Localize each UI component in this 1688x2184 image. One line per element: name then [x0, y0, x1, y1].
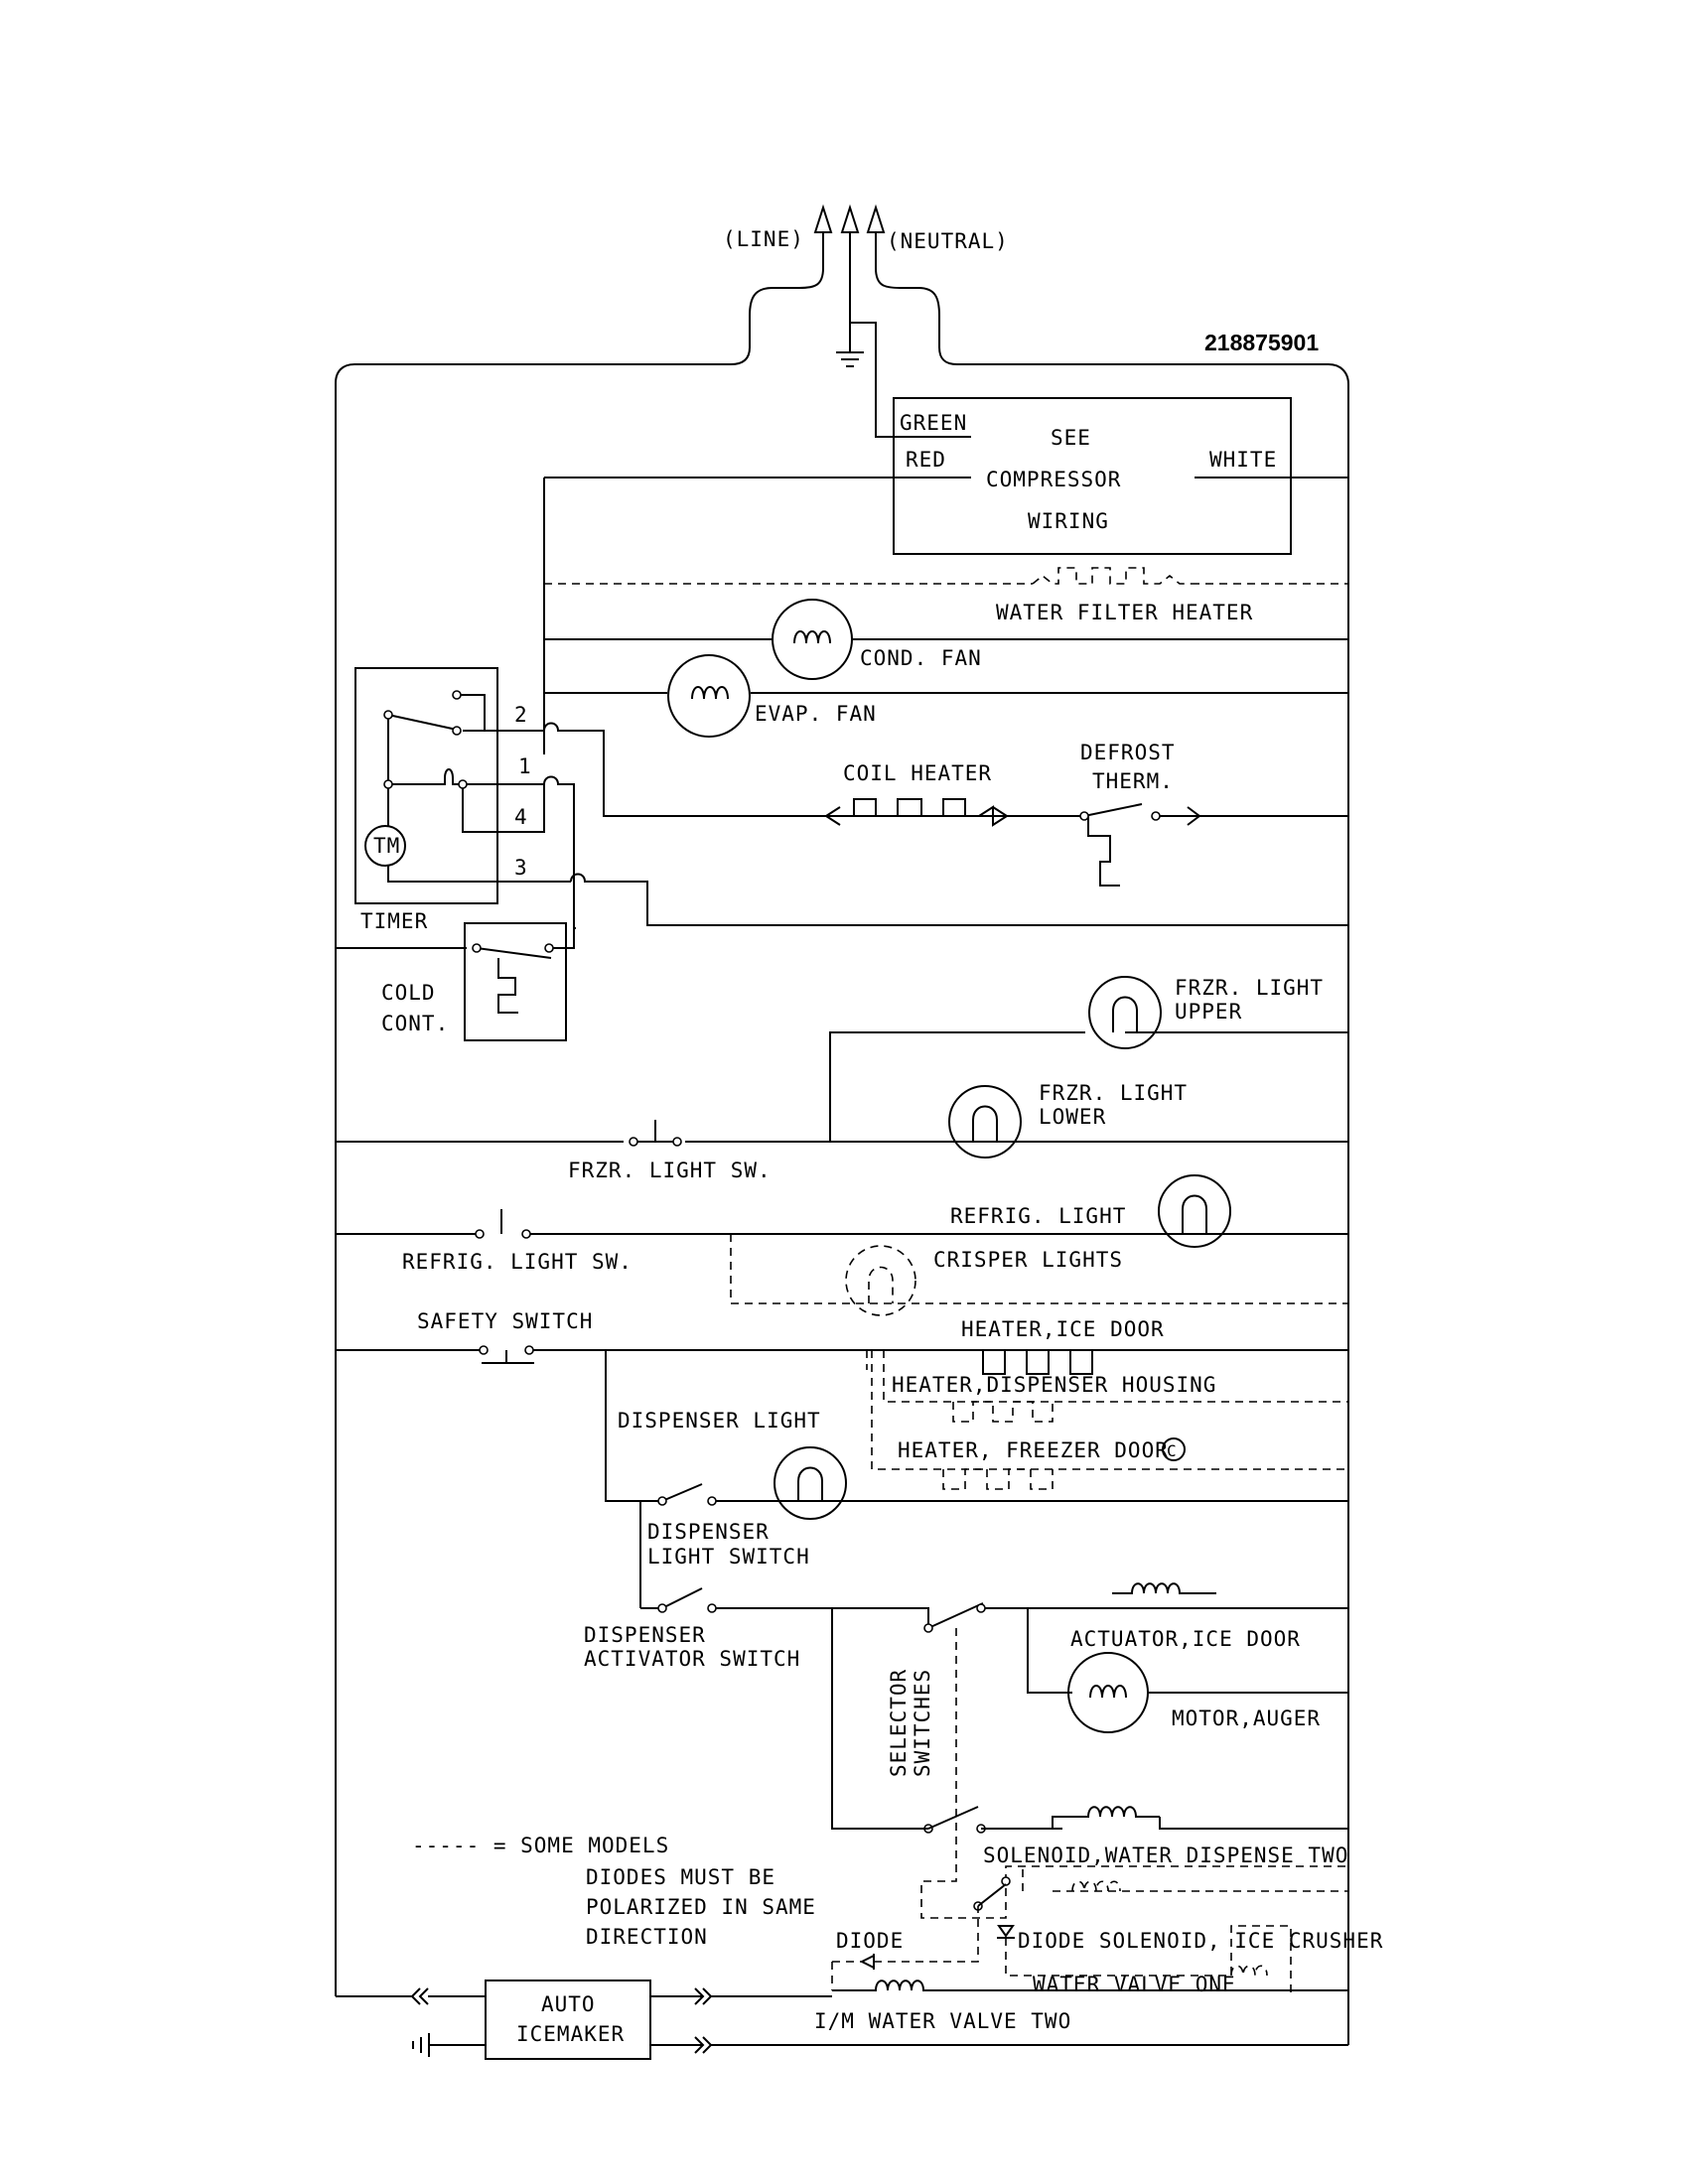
heater-ice-door-label: HEATER,ICE DOOR	[961, 1317, 1165, 1341]
dispenser-light-label: DISPENSER LIGHT	[618, 1409, 821, 1433]
auto-icemaker-box	[485, 1979, 651, 2060]
solenoid-water-dispense-two-label: SOLENOID,WATER DISPENSE TWO	[983, 1843, 1348, 1867]
dispenser-light-switch	[661, 1483, 703, 1502]
green-label: GREEN	[900, 411, 967, 435]
heater-dispenser-housing-label: HEATER,DISPENSER HOUSING	[892, 1373, 1216, 1397]
auto-icemaker-label-1: AUTO	[541, 1992, 596, 2016]
ground-symbol	[836, 351, 864, 367]
selector-label-1: SELECTOR	[887, 1669, 911, 1777]
coil-heater-element	[824, 798, 1084, 827]
auto-icemaker-label-2: ICEMAKER	[516, 2022, 625, 2046]
cold-control-label-1: COLD	[381, 981, 436, 1005]
timer-box	[354, 667, 498, 904]
crisper-lights	[845, 1245, 916, 1316]
white-label: WHITE	[1209, 448, 1277, 472]
evap-fan-label: EVAP. FAN	[755, 702, 877, 726]
safety-switch-label: SAFETY SWITCH	[417, 1309, 593, 1333]
dispenser-activator-label-2: ACTIVATOR SWITCH	[584, 1647, 800, 1671]
diodes-note-2: POLARIZED IN SAME	[586, 1895, 816, 1919]
dispenser-light-switch-label-2: LIGHT SWITCH	[647, 1545, 810, 1569]
frzr-light-lower-label-1: FRZR. LIGHT	[1039, 1081, 1188, 1105]
frzr-light-switch	[635, 1120, 675, 1143]
water-filter-heater-label: WATER FILTER HEATER	[996, 601, 1253, 624]
frzr-light-upper-label-1: FRZR. LIGHT	[1175, 976, 1324, 1000]
dispenser-light-switch-label-1: DISPENSER	[647, 1520, 770, 1544]
im-water-valve-two-coil	[872, 1979, 948, 1991]
refrig-light-sw-label: REFRIG. LIGHT SW.	[402, 1250, 633, 1274]
solenoid-ice-crusher-coil	[1071, 1880, 1121, 1892]
red-label: RED	[906, 448, 946, 472]
selector-label-2: SWITCHES	[911, 1669, 934, 1777]
cold-control-label-2: CONT.	[381, 1012, 449, 1035]
safety-switch	[482, 1350, 534, 1364]
frzr-light-upper	[1088, 976, 1162, 1049]
refrig-light-label: REFRIG. LIGHT	[950, 1204, 1126, 1228]
line-label: (LINE)	[723, 227, 804, 251]
motor-auger	[1067, 1652, 1149, 1733]
diodes-note-1: DIODES MUST BE	[586, 1865, 775, 1889]
diode-right	[997, 1925, 1015, 1939]
timer-terminal-3: 3	[514, 856, 528, 880]
compressor-label: COMPRESSOR	[986, 468, 1121, 491]
evap-fan-motor	[667, 654, 751, 738]
timer-terminal-2: 2	[514, 703, 528, 727]
water-valve-one-coil	[1230, 1965, 1268, 1977]
dispenser-light	[774, 1446, 847, 1520]
cond-fan-label: COND. FAN	[860, 646, 982, 670]
see-label: SEE	[1051, 426, 1091, 450]
timer-motor-label: TM	[373, 834, 400, 858]
part-number: 218875901	[1204, 330, 1319, 355]
timer-label: TIMER	[360, 909, 428, 933]
chassis-ground-symbol	[412, 2033, 486, 2057]
diode-label: DIODE	[836, 1929, 904, 1953]
defrost-therm-label-1: DEFROST	[1080, 741, 1176, 764]
water-valve-one-label: WATER VALVE ONE	[1033, 1973, 1236, 1996]
heater-dispenser-housing	[952, 1401, 1054, 1423]
neutral-label: (NEUTRAL)	[887, 229, 1009, 253]
heater-freezer-door	[942, 1468, 1054, 1490]
copyright-mark: C	[1167, 1441, 1178, 1460]
dispenser-activator-label-1: DISPENSER	[584, 1623, 706, 1647]
im-water-valve-two-label: I/M WATER VALVE TWO	[814, 2009, 1071, 2033]
heater-ice-door	[982, 1349, 1093, 1375]
frzr-light-lower	[948, 1085, 1022, 1159]
coil-heater-label: COIL HEATER	[843, 761, 992, 785]
motor-auger-label: MOTOR,AUGER	[1172, 1706, 1321, 1730]
crisper-lights-label: CRISPER LIGHTS	[933, 1248, 1123, 1272]
diode-solenoid-ice-crusher-label: DIODE SOLENOID, ICE CRUSHER	[1018, 1929, 1383, 1953]
frzr-light-upper-label-2: UPPER	[1175, 1000, 1242, 1024]
diode-left	[859, 1954, 875, 1970]
wiring-label: WIRING	[1028, 509, 1109, 533]
actuator-ice-door-coil	[1112, 1582, 1216, 1594]
solenoid-water-dispense-two-coil	[1080, 1806, 1160, 1818]
cold-control-box	[464, 922, 567, 1041]
timer-terminal-1: 1	[518, 754, 532, 778]
cond-fan-motor	[772, 599, 853, 680]
some-models-note: ----- = SOME MODELS	[412, 1834, 669, 1857]
refrig-light	[1158, 1174, 1231, 1248]
defrost-therm-switch	[1087, 816, 1120, 887]
timer-terminal-4: 4	[514, 805, 528, 829]
diodes-note-3: DIRECTION	[586, 1925, 708, 1949]
frzr-light-lower-label-2: LOWER	[1039, 1105, 1106, 1129]
actuator-ice-door-label: ACTUATOR,ICE DOOR	[1070, 1627, 1301, 1651]
power-plug	[335, 204, 1349, 2045]
frzr-light-sw-label: FRZR. LIGHT SW.	[568, 1159, 772, 1182]
defrost-therm-label-2: THERM.	[1092, 769, 1174, 793]
water-filter-heater-element	[1032, 567, 1192, 585]
compressor-box	[893, 397, 1292, 555]
heater-freezer-door-label: HEATER, FREEZER DOOR	[898, 1438, 1169, 1462]
timer-motor	[364, 825, 406, 867]
